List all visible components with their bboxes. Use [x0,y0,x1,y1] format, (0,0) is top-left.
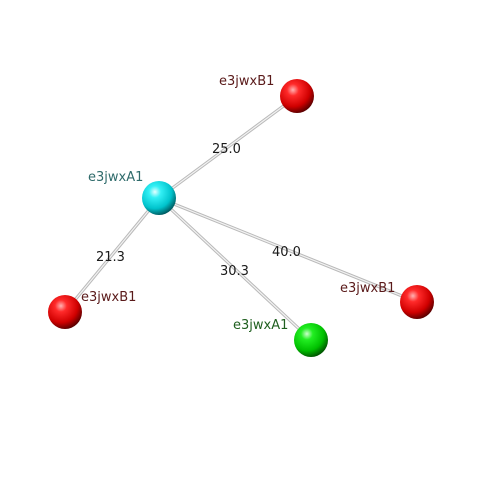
node-sphere [280,79,314,113]
node-red: e3jwxB1 [219,74,314,113]
edge-label: 40.0 [272,245,301,260]
edge-line-highlight [158,197,312,341]
node-label: e3jwxA1 [233,318,288,333]
edge: 25.0 [157,94,299,200]
edges-layer: 25.0 21.3 30.3 40.0 [63,94,419,342]
edge: 21.3 [63,196,161,314]
node-sphere [142,181,176,215]
edge-label: 21.3 [96,250,125,265]
node-label: e3jwxB1 [81,290,136,305]
node-label: e3jwxB1 [219,74,274,89]
edge-label: 30.3 [220,264,249,279]
node-red: e3jwxB1 [340,281,434,319]
edge-label: 25.0 [212,142,241,157]
node-sphere [48,295,82,329]
edge-line-highlight [158,95,298,199]
edge: 30.3 [157,196,313,342]
nodes-layer: e3jwxA1 e3jwxB1 e3jwxB1 e3jwxA1 e3jwxB1 [48,74,434,357]
node-sphere [400,285,434,319]
edge-line-highlight [158,197,418,303]
edge-line-highlight [64,197,160,313]
node-red: e3jwxB1 [48,290,136,329]
node-label: e3jwxA1 [88,170,143,185]
node-sphere [294,323,328,357]
node-cyan: e3jwxA1 [88,170,176,215]
node-label: e3jwxB1 [340,281,395,296]
node-green: e3jwxA1 [233,318,328,357]
edge: 40.0 [157,196,419,304]
